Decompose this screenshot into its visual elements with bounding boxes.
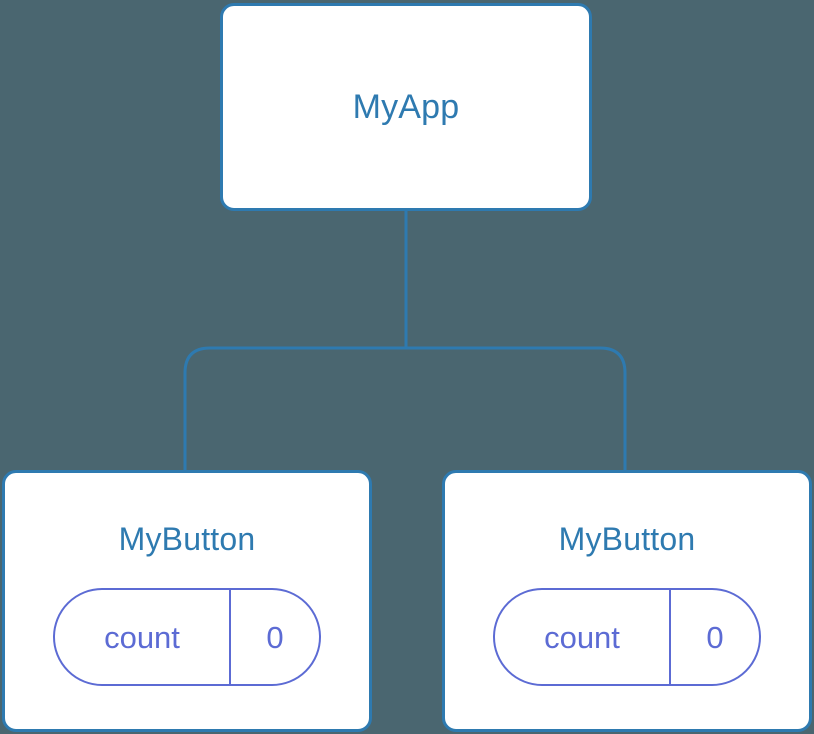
node-mybutton-1[interactable]: MyButton count 0 (2, 470, 372, 732)
edge-to-left-child (183, 346, 406, 470)
edge-to-right-child (406, 346, 627, 470)
state-pill[interactable]: count 0 (493, 588, 761, 686)
state-value: 0 (706, 619, 724, 655)
node-title: MyButton (558, 521, 696, 557)
state-key: count (55, 590, 231, 684)
node-title: MyApp (352, 88, 460, 126)
node-title: MyButton (118, 521, 256, 557)
state-key: count (495, 590, 671, 684)
state-value: 0 (266, 619, 284, 655)
state-pill[interactable]: count 0 (53, 588, 321, 686)
node-mybutton-2[interactable]: MyButton count 0 (442, 470, 812, 732)
node-myapp[interactable]: MyApp (220, 3, 592, 211)
